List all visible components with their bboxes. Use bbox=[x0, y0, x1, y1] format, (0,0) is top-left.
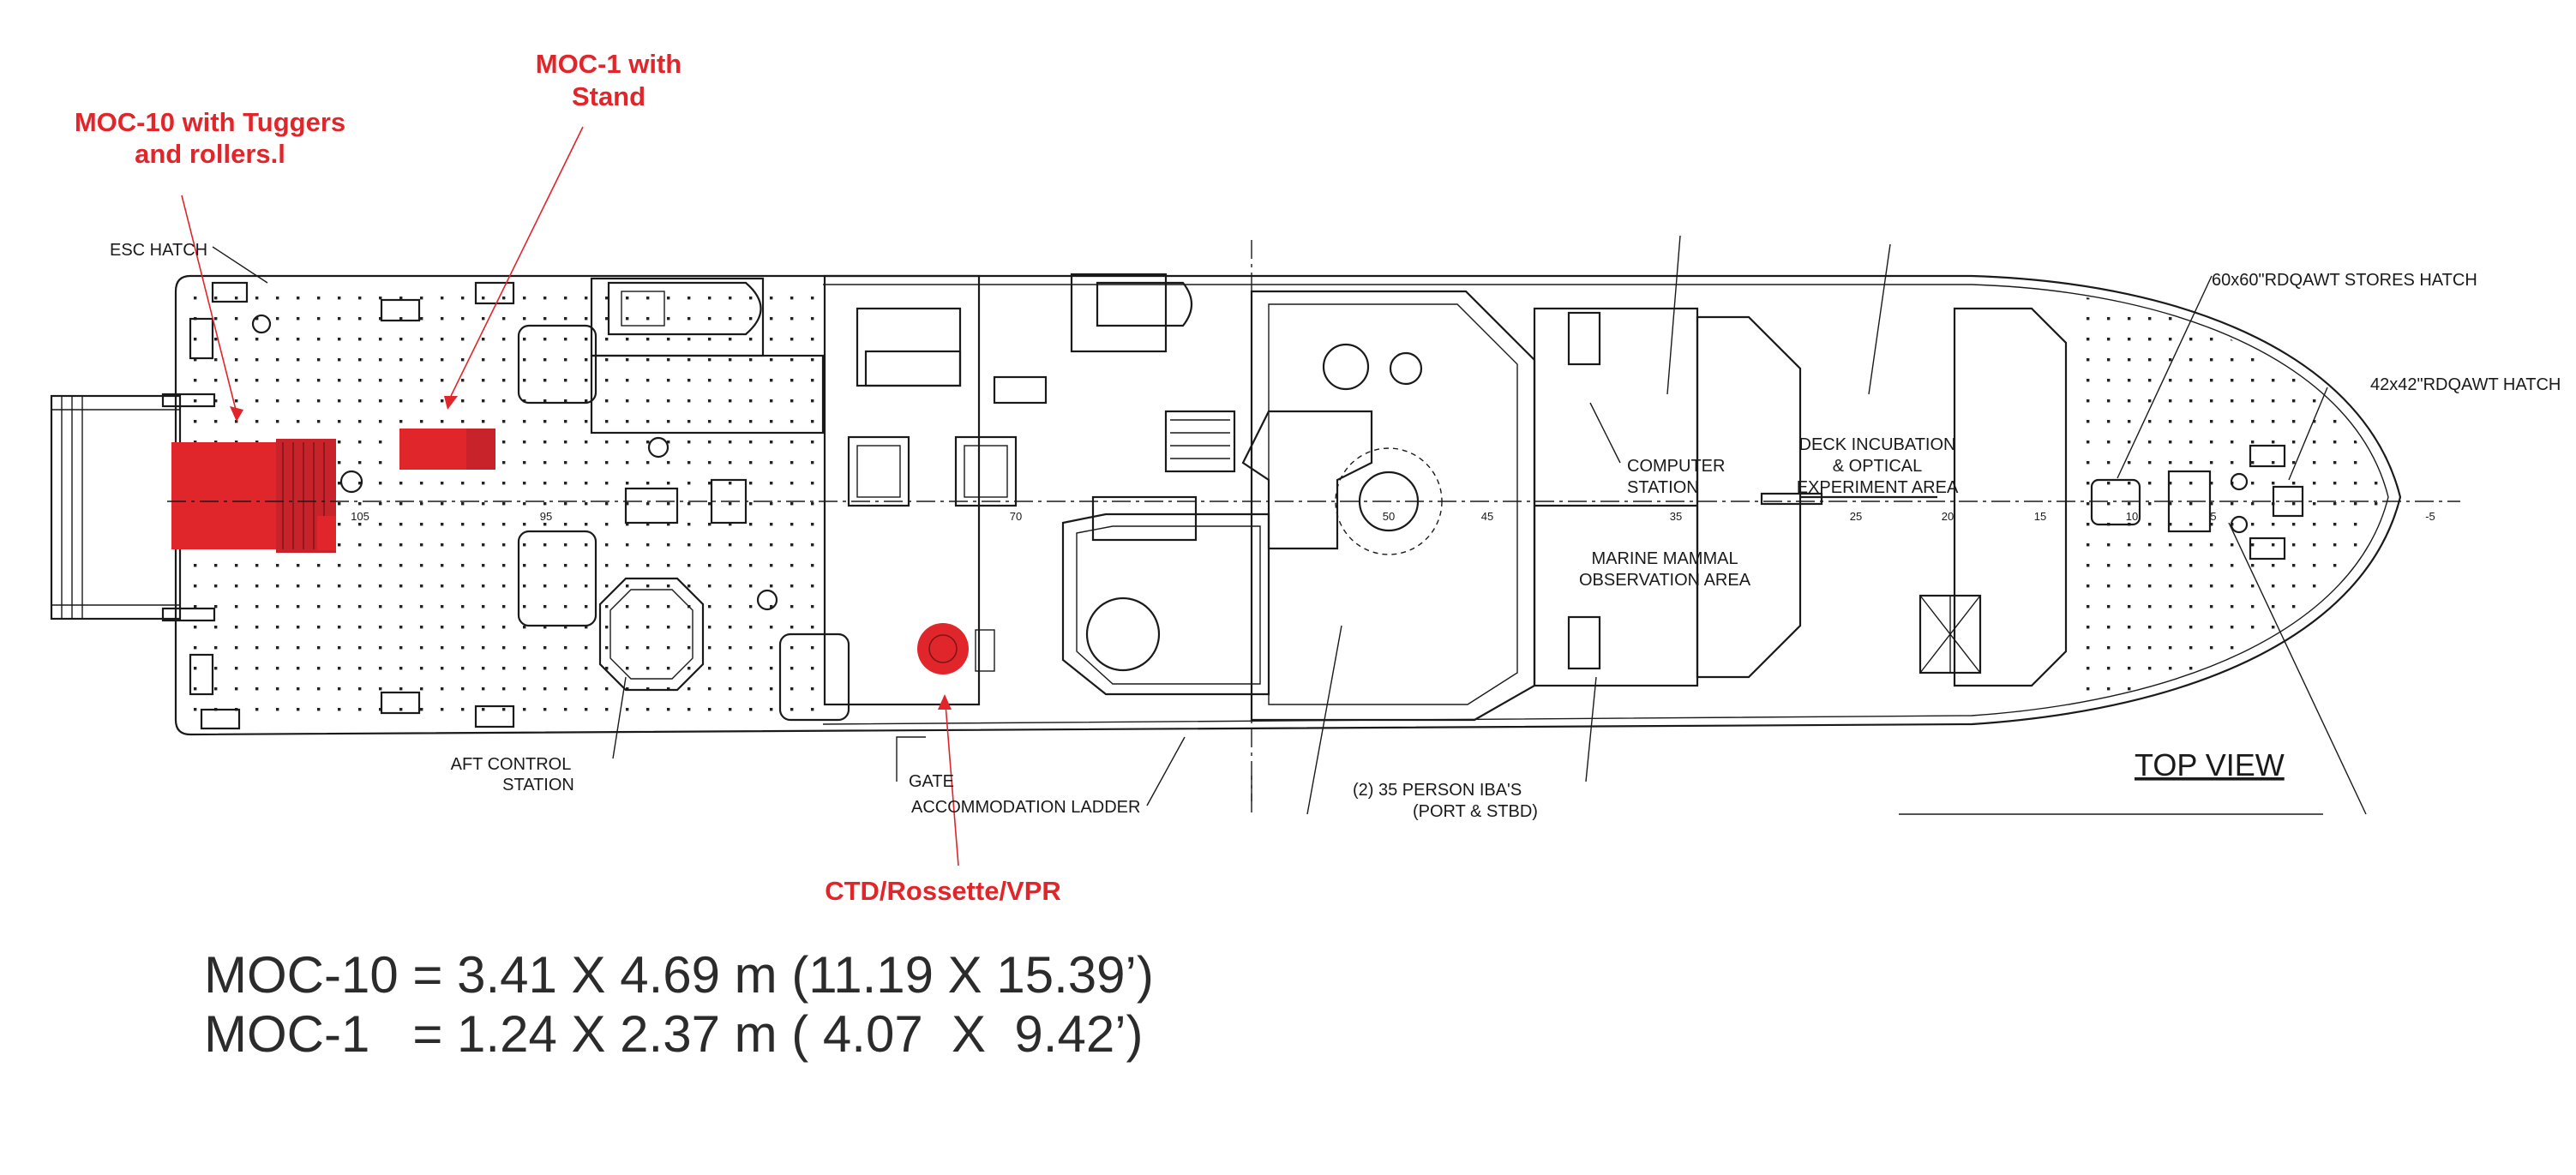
stores-hatch-label: 60x60"RDQAWT STORES HATCH bbox=[2212, 271, 2477, 290]
aft-control-label-2: STATION bbox=[502, 776, 574, 794]
frame-number: 95 bbox=[540, 510, 552, 523]
top-view-label: TOP VIEW bbox=[2135, 747, 2285, 782]
moc-10-dimensions: MOC-10 = 3.41 X 4.69 m (11.19 X 15.39’) bbox=[204, 946, 1154, 1004]
iba-label-2: (PORT & STBD) bbox=[1413, 802, 1538, 821]
leader-lines bbox=[181, 126, 2367, 866]
frame-number: 10 bbox=[2126, 510, 2138, 523]
moc-1-net bbox=[399, 429, 495, 470]
accommodation-ladder-label: ACCOMMODATION LADDER bbox=[911, 798, 1140, 817]
frame-number: 35 bbox=[1670, 510, 1682, 523]
frame-number: 20 bbox=[1942, 510, 1954, 523]
stern-ramp bbox=[50, 393, 216, 622]
marine-mammal-label-2: OBSERVATION AREA bbox=[1579, 571, 1751, 590]
central-deckhouse bbox=[1061, 290, 1536, 722]
moc-10-annotation-line-2: and rollers.l bbox=[135, 139, 285, 169]
fore-superstructure bbox=[1533, 307, 2068, 687]
moc-1-dimensions: MOC-1 = 1.24 X 2.37 m ( 4.07 X 9.42’) bbox=[204, 1005, 1144, 1063]
hull-outline bbox=[174, 274, 2402, 736]
esc-hatch-label: ESC HATCH bbox=[110, 241, 207, 260]
computer-station-label-2: STATION bbox=[1627, 478, 1699, 497]
ctd-rosette bbox=[917, 623, 995, 674]
frame-number: 5 bbox=[2210, 510, 2216, 523]
computer-station-label-1: COMPUTER bbox=[1627, 457, 1725, 476]
frame-number: 15 bbox=[2034, 510, 2046, 523]
midship-structures bbox=[823, 273, 1236, 706]
moc-10-net bbox=[171, 439, 336, 553]
deck-incubation-label-2: & OPTICAL bbox=[1833, 457, 1922, 476]
frame-number: 70 bbox=[1010, 510, 1022, 523]
centerline bbox=[167, 240, 2460, 814]
aft-deck-structures bbox=[517, 324, 850, 722]
hatch-42-label: 42x42"RDQAWT HATCH bbox=[2370, 375, 2561, 394]
frame-number: 50 bbox=[1383, 510, 1395, 523]
deck-incubation-label-1: DECK INCUBATION bbox=[1799, 435, 1956, 454]
ctd-annotation: CTD/Rossette/VPR bbox=[825, 876, 1061, 906]
aft-control-label-1: AFT CONTROL bbox=[451, 755, 572, 774]
iba-label-1: (2) 35 PERSON IBA'S bbox=[1353, 781, 1522, 800]
gate-label: GATE bbox=[909, 772, 954, 791]
frame-number: 45 bbox=[1481, 510, 1493, 523]
frame-number: 25 bbox=[1850, 510, 1862, 523]
marine-mammal-label-1: MARINE MAMMAL bbox=[1591, 549, 1738, 568]
deck-incubation-label-3: EXPERIMENT AREA bbox=[1797, 478, 1959, 497]
moc-1-annotation-line-1: MOC-1 with bbox=[536, 49, 682, 79]
frame-number: -5 bbox=[2425, 510, 2435, 523]
fore-deck-grid bbox=[2075, 296, 2383, 703]
stern-fittings bbox=[189, 281, 778, 730]
frame-number: 105 bbox=[351, 510, 369, 523]
moc-10-annotation-line-1: MOC-10 with Tuggers bbox=[75, 107, 345, 137]
moc-1-annotation-line-2: Stand bbox=[572, 81, 646, 111]
